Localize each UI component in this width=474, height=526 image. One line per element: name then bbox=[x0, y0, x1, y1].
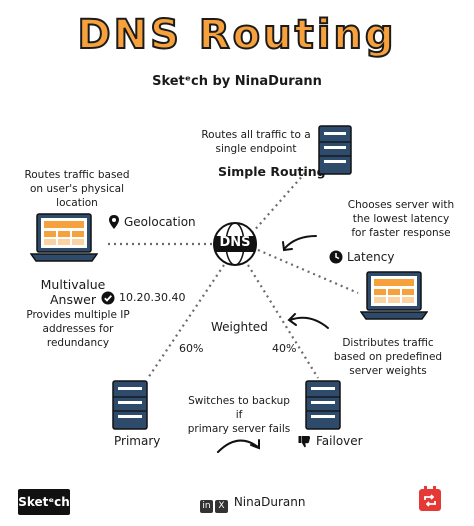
thumbs-down-icon bbox=[298, 436, 311, 448]
page-title: DNS Routing bbox=[76, 11, 397, 59]
multivalue-desc-3: redundancy bbox=[46, 337, 110, 349]
dns-label: DNS bbox=[219, 235, 251, 250]
simple-routing-desc-1: Routes all traffic to a bbox=[201, 129, 311, 141]
connector-latency-server bbox=[257, 248, 359, 295]
linkedin-icon[interactable]: in bbox=[200, 500, 213, 513]
weighted-desc-2: based on predefined bbox=[333, 351, 443, 363]
primary-label: Primary bbox=[114, 434, 161, 448]
simple-routing-desc-2: single endpoint bbox=[215, 143, 297, 155]
weighted-label: Weighted bbox=[211, 320, 268, 334]
weighted-desc-3: server weights bbox=[349, 365, 427, 377]
latency-desc-3: for faster response bbox=[351, 227, 451, 239]
simple-routing-label: Simple Routing bbox=[218, 164, 326, 179]
server-icon bbox=[112, 380, 148, 430]
failover-arrowhead bbox=[250, 439, 260, 450]
server-icon bbox=[318, 125, 352, 175]
latency-arrowhead bbox=[282, 241, 293, 252]
geolocation-desc-3: location bbox=[56, 197, 98, 209]
byline: Sketᵉch by NinaDurann bbox=[0, 74, 474, 89]
brand-name: Sketᵉch bbox=[152, 74, 208, 89]
connector-failover bbox=[247, 264, 319, 379]
multivalue-desc-1: Provides multiple IP bbox=[26, 309, 130, 321]
latency-desc-1: Chooses server with bbox=[347, 199, 455, 211]
footer-brand-logo: Sketᵉch bbox=[18, 489, 70, 515]
footer-handle: NinaDurann bbox=[233, 495, 306, 509]
failover-arrow bbox=[217, 439, 259, 453]
latency-arrow bbox=[284, 235, 317, 249]
weighted-arrow bbox=[289, 316, 329, 329]
laptop-icon bbox=[360, 271, 428, 320]
repost-icon[interactable] bbox=[418, 486, 442, 512]
author-credit: by NinaDurann bbox=[212, 74, 322, 89]
weight-primary: 60% bbox=[179, 342, 204, 355]
clock-icon bbox=[329, 250, 343, 264]
multivalue-desc-2: addresses for bbox=[42, 323, 114, 335]
multivalue-ip: 10.20.30.40 bbox=[119, 291, 186, 304]
failover-desc-1: Switches to backup if bbox=[188, 395, 290, 421]
geolocation-desc-1: Routes traffic based bbox=[24, 169, 130, 181]
failover-desc-2: primary server fails bbox=[187, 423, 291, 435]
check-circle-icon bbox=[101, 291, 115, 305]
geolocation-label: Geolocation bbox=[124, 215, 196, 229]
x-icon[interactable]: X bbox=[215, 500, 228, 513]
multivalue-label-1: Multivalue bbox=[40, 277, 106, 292]
server-icon bbox=[305, 380, 341, 430]
laptop-icon bbox=[30, 213, 98, 262]
connector-simple-routing bbox=[251, 172, 306, 234]
geolocation-desc-2: on user's physical bbox=[29, 183, 125, 195]
failover-label: Failover bbox=[316, 434, 363, 448]
weighted-arrowhead bbox=[287, 313, 297, 326]
latency-label: Latency bbox=[347, 250, 395, 264]
location-pin-icon bbox=[109, 215, 119, 229]
latency-desc-2: the lowest latency bbox=[352, 213, 450, 225]
weight-secondary: 40% bbox=[272, 342, 297, 355]
multivalue-label-2: Answer bbox=[49, 292, 97, 307]
weighted-desc-1: Distributes traffic bbox=[342, 337, 434, 349]
dns-globe-icon bbox=[213, 222, 257, 266]
